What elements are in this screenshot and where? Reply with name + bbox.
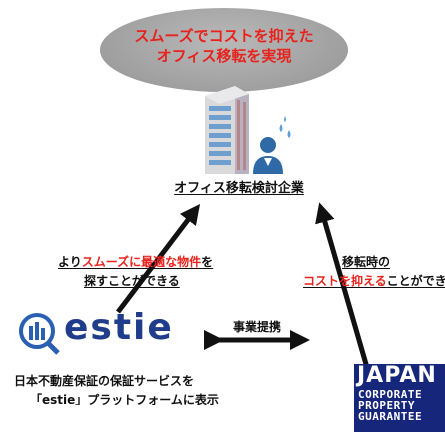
left-benefit-line-1: よりスムーズに最適な物件を — [58, 253, 213, 271]
jpg-logo-line-1: CORPORATE — [358, 388, 423, 401]
arrow-estie-to-company — [116, 204, 201, 314]
estie-logo-text: estie — [64, 307, 174, 348]
company-label: オフィス移転検討企業 — [174, 181, 304, 196]
goal-line-2: オフィス移転を実現 — [156, 47, 292, 65]
right-benefit-line-1: 移転時の — [342, 255, 391, 269]
left-benefit-suffix: を — [201, 255, 214, 269]
person-icon — [253, 137, 283, 174]
left-benefit-prefix: より — [58, 255, 82, 269]
partnership-label: 事業提携 — [233, 320, 282, 334]
goal-line-1: スムーズでコストを抑えた — [134, 27, 314, 45]
jpg-logo: JAPAN CORPORATE PROPERTY GUARANTEE — [354, 364, 445, 432]
jpg-logo-main: JAPAN — [357, 364, 437, 388]
goal-ellipse — [100, 8, 348, 92]
estie-caption-1: 日本不動産保証の保証サービスを — [14, 374, 195, 388]
right-benefit-highlight: コストを抑える — [303, 274, 387, 288]
left-benefit-line-2: 探すことができる — [84, 274, 180, 288]
right-benefit-line-2: コストを抑えることができる — [303, 272, 445, 290]
jpg-logo-line-2: PROPERTY — [358, 399, 415, 412]
arrow-jpg-to-company — [315, 202, 373, 379]
jpg-logo-line-3: GUARANTEE — [358, 410, 423, 423]
sweat-drops-icon — [279, 116, 291, 138]
office-building-icon — [205, 86, 291, 174]
left-benefit-highlight: スムーズに最適な物件 — [81, 255, 202, 269]
right-benefit-suffix: ことができる — [386, 274, 445, 288]
estie-logo-icon — [19, 313, 60, 355]
goal-text: スムーズでコストを抑えた オフィス移転を実現 — [100, 26, 348, 66]
estie-caption-2: 「estie」プラットフォームに表示 — [30, 393, 219, 405]
